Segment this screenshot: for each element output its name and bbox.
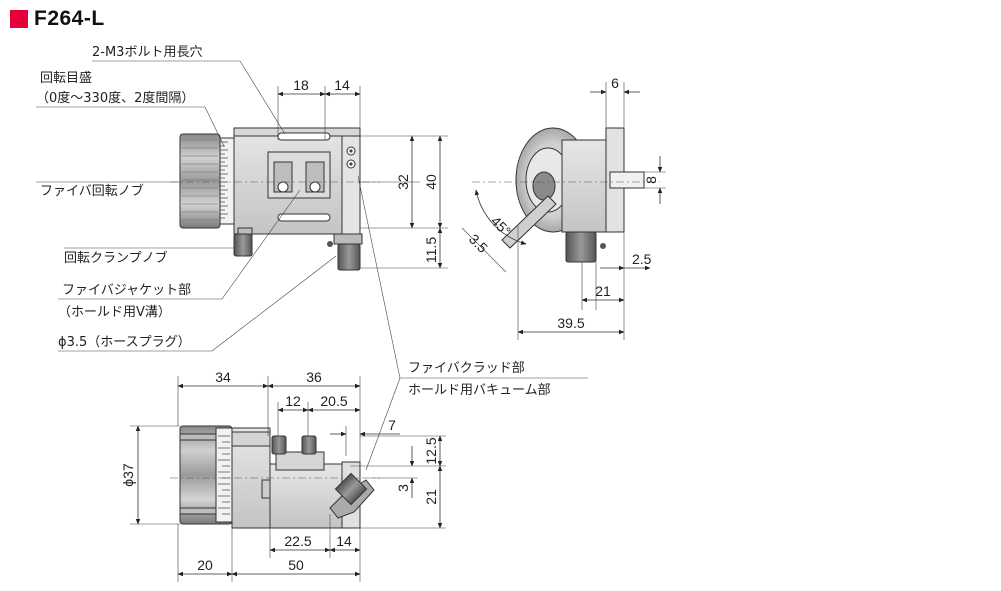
top-hose-plug bbox=[334, 472, 368, 506]
dim-14-bottom: 14 bbox=[336, 533, 352, 549]
dim-21: 21 bbox=[423, 489, 439, 505]
dim-6: 6 bbox=[611, 75, 619, 91]
callout-scale-line2: （0度～330度、2度間隔） bbox=[36, 90, 194, 106]
callout-clad-line2: ホールド用バキューム部 bbox=[408, 383, 551, 398]
dim-14: 14 bbox=[334, 77, 350, 93]
dim-12-5: 12.5 bbox=[423, 437, 439, 464]
dim-12: 12 bbox=[285, 393, 301, 409]
dim-18: 18 bbox=[293, 77, 309, 93]
top-view: 34 36 12 20.5 7 12.5 3 21 ϕ37 22.5 14 bbox=[120, 369, 446, 582]
dim-3-5: 3.5 bbox=[466, 231, 491, 256]
fiber-holder-tip bbox=[609, 171, 645, 189]
dim-39-5: 39.5 bbox=[557, 315, 584, 331]
dim-21: 21 bbox=[595, 283, 611, 299]
dim-2-5: 2.5 bbox=[632, 251, 652, 267]
callout-clad-line1: ファイバクラッド部 bbox=[408, 361, 525, 376]
title-marker-square bbox=[10, 10, 28, 28]
side-view: 6 8 2.5 21 39.5 45° 3.5 bbox=[461, 75, 666, 340]
front-view: 18 14 32 40 11.5 bbox=[170, 77, 448, 271]
dim-22-5: 22.5 bbox=[284, 533, 311, 549]
clamp-knob-shape bbox=[233, 233, 253, 257]
callout-rotation-knob: ファイバ回転ノブ bbox=[40, 183, 144, 199]
callouts: 2-M3ボルト用長穴 回転目盛 （0度～330度、2度間隔） ファイバ回転ノブ … bbox=[36, 45, 588, 471]
callout-jacket-line2: （ホールド用V溝） bbox=[58, 305, 171, 320]
dim-7: 7 bbox=[388, 417, 396, 433]
callout-jacket-line1: ファイバジャケット部 bbox=[62, 283, 191, 298]
dim-40: 40 bbox=[423, 174, 439, 190]
dim-50: 50 bbox=[288, 557, 304, 573]
hose-plug-shape bbox=[337, 243, 361, 271]
rotation-scale-ring bbox=[219, 137, 235, 225]
side-hose-plug bbox=[565, 231, 597, 263]
dim-36: 36 bbox=[306, 369, 322, 385]
bolt-slot-lower bbox=[277, 213, 331, 222]
side-main-body bbox=[561, 139, 609, 233]
dim-34: 34 bbox=[215, 369, 231, 385]
dim-32: 32 bbox=[395, 174, 411, 190]
dim-phi37: ϕ37 bbox=[120, 463, 136, 487]
callout-hose-plug: ϕ3.5（ホースプラグ） bbox=[58, 335, 191, 350]
dim-3: 3 bbox=[395, 484, 411, 492]
bolt-slot-upper bbox=[277, 132, 331, 141]
dim-8: 8 bbox=[643, 176, 659, 184]
callout-scale-line1: 回転目盛 bbox=[40, 71, 92, 86]
title-header: F264-L bbox=[10, 7, 105, 30]
top-screw-left bbox=[271, 435, 287, 455]
callout-bolt-holes: 2-M3ボルト用長穴 bbox=[92, 45, 202, 60]
callout-clamp-knob: 回転クランプノブ bbox=[64, 250, 168, 266]
dim-11-5: 11.5 bbox=[423, 237, 439, 263]
model-title: F264-L bbox=[34, 7, 105, 30]
dim-20-5: 20.5 bbox=[320, 393, 347, 409]
top-screw-right bbox=[301, 435, 317, 455]
dim-20: 20 bbox=[197, 557, 213, 573]
